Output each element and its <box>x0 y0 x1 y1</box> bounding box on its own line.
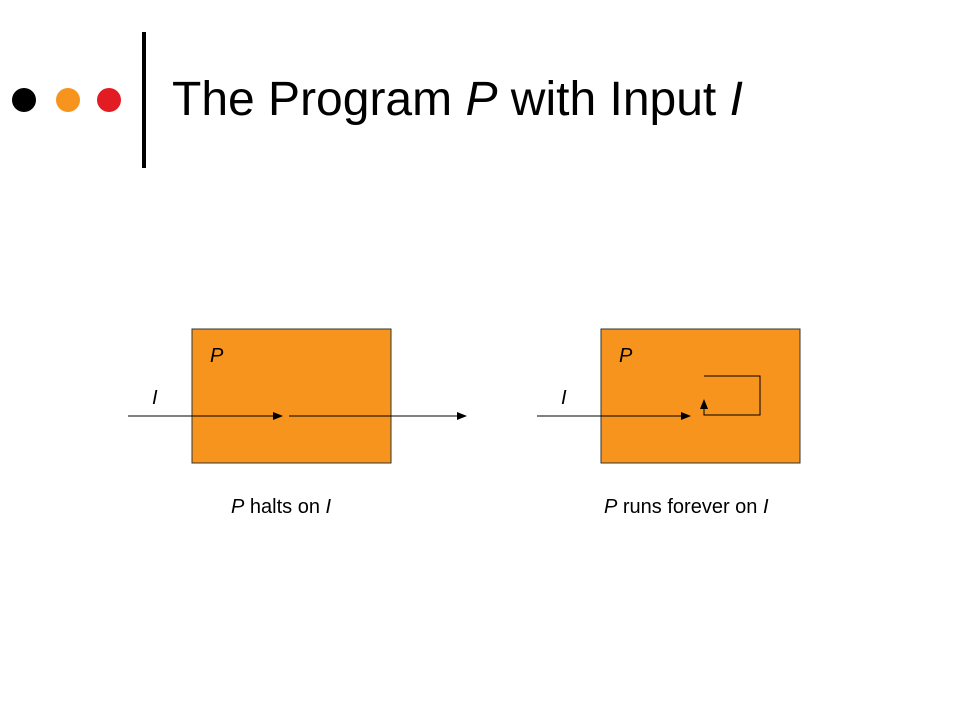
caption-halts-program-var: P <box>231 496 245 518</box>
title-program-var: P <box>465 73 498 126</box>
program-box-forever <box>600 328 801 464</box>
caption-halts-text: halts on <box>244 496 326 518</box>
loop-arrow-forever <box>700 375 761 416</box>
bullet-dot-black <box>12 88 36 112</box>
forever-diagram: P I <box>537 328 801 464</box>
caption-halts-input-var: I <box>325 496 332 518</box>
caption-forever-text: runs forever on <box>617 496 763 518</box>
title-prefix: The Program <box>172 73 466 126</box>
title-middle: with Input <box>497 73 730 126</box>
program-label-forever: P <box>619 345 633 367</box>
bullet-dot-orange <box>56 88 80 112</box>
caption-forever: P runs forever on I <box>604 494 769 520</box>
caption-forever-input-var: I <box>762 496 769 518</box>
program-label-halts: P <box>210 345 224 367</box>
halts-diagram: P I <box>128 328 467 464</box>
input-label-halts: I <box>152 387 158 409</box>
title-divider <box>142 32 146 168</box>
slide-title: The Program P with Input I <box>172 68 743 132</box>
bullet-dot-red <box>97 88 121 112</box>
input-label-forever: I <box>561 387 567 409</box>
title-input-var: I <box>729 73 743 126</box>
caption-forever-program-var: P <box>604 496 618 518</box>
caption-halts: P halts on I <box>231 494 331 520</box>
program-box-halts <box>191 328 392 464</box>
